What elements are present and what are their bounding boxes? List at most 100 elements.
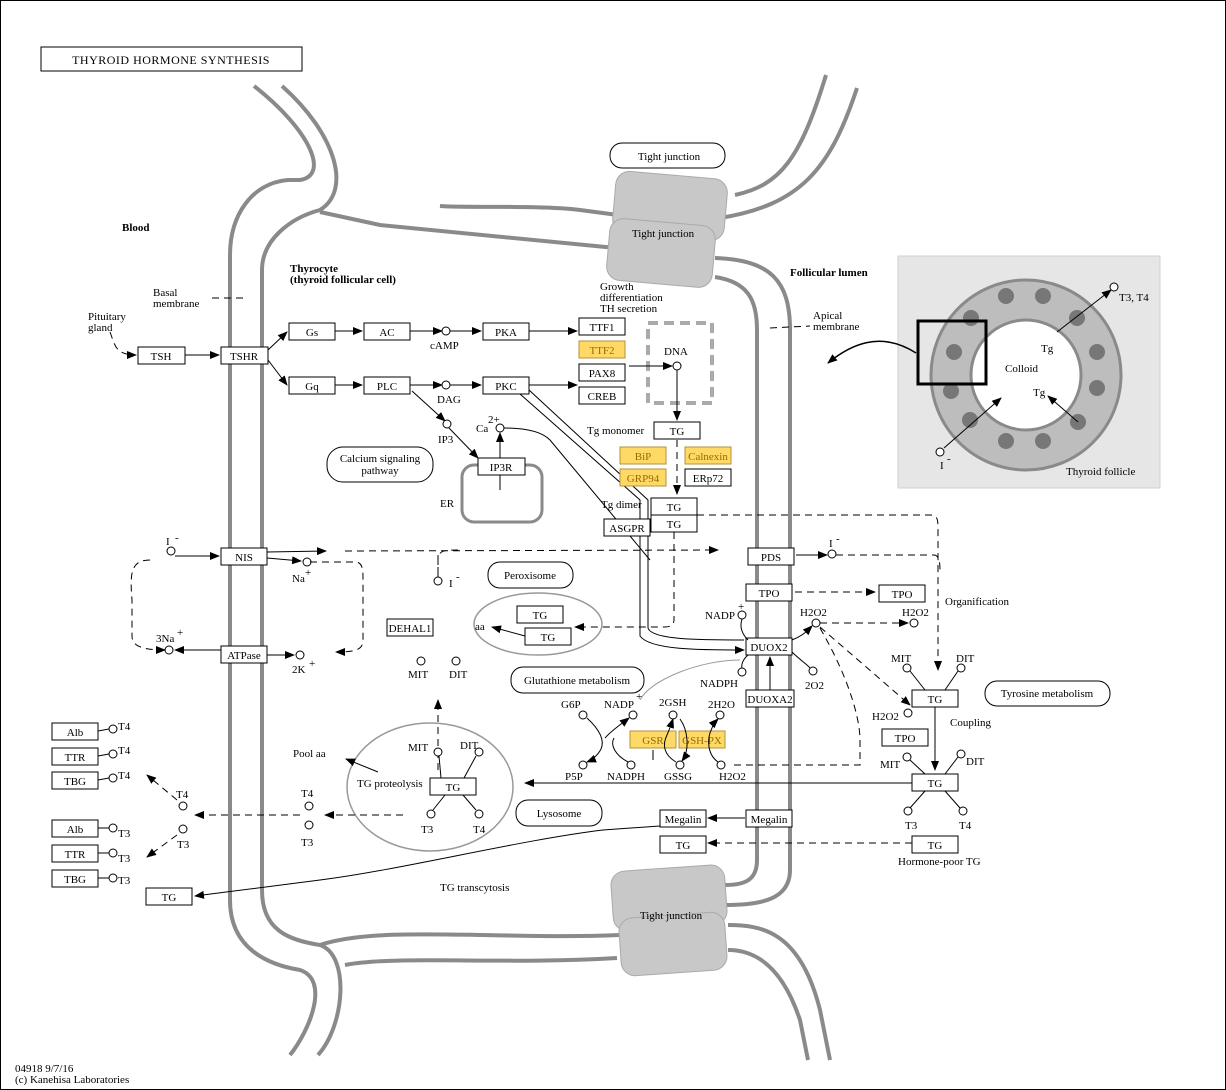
compound-t4-cytosol[interactable] — [304, 801, 314, 811]
gene-tg-coupled[interactable] — [911, 773, 959, 792]
gene-tg-endocytosis[interactable] — [659, 835, 707, 854]
gene-tbg-t4[interactable] — [51, 771, 99, 790]
tight-junction-map-link[interactable] — [609, 142, 726, 169]
er-label: ER — [440, 498, 455, 510]
compound-dit-lysosome[interactable] — [474, 747, 484, 757]
compound-camp[interactable] — [441, 326, 451, 336]
p5p-label: P5P — [565, 771, 583, 783]
compound-dit-lumen-1[interactable] — [956, 663, 966, 673]
compound-h2o2-glut[interactable] — [716, 760, 726, 770]
compound-nadph-glut[interactable] — [626, 760, 636, 770]
nadp-glut-charge: + — [636, 691, 642, 703]
compound-mit-cytosol[interactable] — [416, 656, 426, 666]
gene-asgpr[interactable] — [603, 518, 651, 537]
gene-tshr[interactable] — [220, 346, 269, 365]
gene-dehal1[interactable] — [386, 618, 434, 637]
iodide-cytosol-label: I — [449, 578, 453, 590]
compound-gssg[interactable] — [675, 760, 685, 770]
2gsh-label: 2GSH — [659, 697, 687, 709]
compound-mit-lumen-2[interactable] — [902, 752, 912, 762]
gene-pds[interactable] — [747, 547, 795, 566]
tg-secretion-arrows — [574, 514, 942, 671]
compound-3na[interactable] — [164, 645, 174, 655]
tg-dimer-label: Tg dimer — [601, 499, 642, 511]
gene-ip3r[interactable] — [477, 457, 526, 476]
compound-nadp-glut[interactable] — [628, 710, 638, 720]
compound-dag[interactable] — [441, 380, 451, 390]
compound-h2o2-coupling[interactable] — [903, 708, 913, 718]
map-peroxisome[interactable] — [487, 561, 574, 589]
peroxisome-shape — [473, 592, 603, 656]
coupling-label: Coupling — [950, 717, 991, 729]
compound-t3-blood[interactable] — [178, 824, 188, 834]
compound-t4-lysosome[interactable] — [474, 809, 484, 819]
gene-tpo-coupling[interactable] — [881, 728, 929, 747]
gene-creb[interactable] — [578, 386, 626, 405]
pituitary-label-1: Pituitary — [88, 311, 126, 323]
compound-t4-lumen[interactable] — [958, 806, 968, 816]
hormone-poor-label: Hormone-poor TG — [898, 856, 981, 868]
gene-bip[interactable] — [619, 446, 667, 465]
gene-megalin-outer[interactable] — [745, 809, 793, 828]
h2o2-tpo-label: H2O2 — [902, 607, 929, 619]
compound-dit-lumen-2[interactable] — [956, 749, 966, 759]
compound-p5p[interactable] — [578, 760, 588, 770]
compound-mit-lumen-1[interactable] — [902, 663, 912, 673]
compound-mit-lysosome[interactable] — [433, 747, 443, 757]
gene-tg-blood[interactable] — [145, 887, 193, 906]
compound-h2o2-lumen[interactable] — [811, 618, 821, 628]
gene-tpo-membrane[interactable] — [745, 583, 793, 602]
compound-nadph-duox[interactable] — [737, 667, 747, 677]
map-calcium-signaling[interactable] — [326, 446, 434, 483]
gene-alb-t4[interactable] — [51, 722, 99, 741]
compound-t3-lysosome[interactable] — [426, 809, 436, 819]
gene-ttf1[interactable] — [578, 317, 626, 336]
gene-tg-peroxisome-1[interactable] — [516, 605, 564, 624]
compound-iodide-cytosol[interactable] — [433, 576, 443, 586]
map-tyrosine-metabolism[interactable] — [984, 680, 1111, 707]
gene-tpo-lumen[interactable] — [878, 584, 926, 603]
gene-pax8[interactable] — [578, 363, 626, 382]
compound-t3-lumen[interactable] — [903, 806, 913, 816]
compound-2h2o[interactable] — [715, 710, 725, 720]
gene-tg-monomer[interactable] — [653, 421, 701, 440]
compound-g6p[interactable] — [578, 710, 588, 720]
gene-ttr-t4[interactable] — [51, 747, 99, 766]
gene-erp72[interactable] — [684, 468, 732, 487]
compound-dna[interactable] — [672, 361, 682, 371]
iodide-transport-arrows — [130, 546, 941, 770]
compound-2o2[interactable] — [808, 666, 818, 676]
camp-label: cAMP — [430, 340, 459, 352]
gene-grp94[interactable] — [619, 468, 667, 487]
gene-gshpx[interactable] — [678, 730, 726, 749]
compound-ca[interactable] — [495, 423, 505, 433]
gene-ttf2[interactable] — [578, 340, 626, 359]
gene-nis[interactable] — [220, 547, 268, 566]
t4-blood-arrow — [146, 774, 178, 801]
gene-tg-peroxisome-2[interactable] — [524, 627, 572, 646]
gene-ttr-t4-label: TTR — [65, 752, 86, 764]
compound-iodide-lumen[interactable] — [827, 549, 837, 559]
gene-duox2[interactable] — [745, 637, 793, 656]
gene-atpase-label: ATPase — [227, 650, 261, 662]
pool-aa-label: Pool aa — [293, 748, 326, 760]
map-glutathione-metabolism[interactable] — [510, 666, 645, 694]
gene-ip3r-label: IP3R — [490, 462, 513, 474]
compound-dit-cytosol[interactable] — [451, 656, 461, 666]
compound-t3-cytosol[interactable] — [304, 820, 314, 830]
gene-calnexin[interactable] — [684, 446, 732, 465]
compound-ip3[interactable] — [442, 419, 452, 429]
map-lysosome[interactable] — [515, 799, 603, 827]
nadp-duox-charge: + — [738, 601, 744, 613]
compound-h2o2-tpo[interactable] — [909, 618, 919, 628]
compound-2k[interactable] — [295, 650, 305, 660]
gene-megalin-inner[interactable] — [659, 809, 707, 828]
compound-iodide-blood[interactable] — [166, 546, 176, 556]
gene-tg-hormone-poor[interactable] — [911, 835, 959, 854]
tight-junction-label-top: Tight junction — [632, 228, 695, 240]
compound-2gsh[interactable] — [668, 710, 678, 720]
compound-na[interactable] — [302, 557, 312, 567]
compound-t4-blood[interactable] — [178, 801, 188, 811]
gene-tg-lysosome[interactable] — [429, 777, 477, 796]
gene-calnexin-label: Calnexin — [688, 451, 728, 463]
